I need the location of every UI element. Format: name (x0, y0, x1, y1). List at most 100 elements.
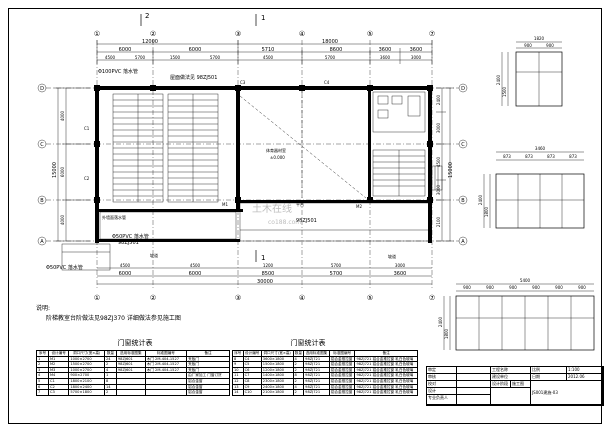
table1-cell (144, 378, 188, 385)
table2-cell: 98ZJ721 铝合金推拉窗 乳白色玻璃 (354, 383, 418, 391)
dim-seg-4: 8600 (330, 47, 343, 53)
axis-bubble-5: ⑤ (367, 30, 373, 38)
left-ramp (61, 243, 111, 271)
v3-sub-6: 900 (578, 285, 586, 290)
table1-cell: M1 (47, 355, 70, 363)
table2-header: 设计编号 (242, 350, 262, 357)
table2-cell: 铝合金推拉窗 (328, 389, 356, 396)
note-body: 阶梯教室台阶做法见98ZJ370 详细做法参见施工图 (46, 314, 181, 322)
label-m1: M1 (222, 202, 228, 207)
watermark-text: 土木在线 (252, 202, 292, 215)
table1-cell: 1 (103, 372, 117, 379)
dim-sub-7: 3600 (380, 55, 391, 60)
title-block-stage-label: 设计阶段 (491, 381, 511, 388)
dim-sub-5: 4500 (263, 55, 274, 60)
table2-header: 备注 (354, 350, 418, 357)
table2-cell: 铝合金推拉窗 (328, 372, 356, 379)
table1-cell: 7 (36, 389, 49, 396)
table1-cell: 由厂家加工 门窗订货 (186, 372, 230, 379)
title-block-signature (457, 381, 491, 388)
table2-header: 洞口尺寸(宽×高) (260, 350, 294, 357)
table1-cell: 8 (103, 378, 117, 385)
dim-bottom-sub-3: 1200 (263, 263, 274, 268)
table1-cell (115, 389, 146, 396)
title-block-signature (457, 388, 491, 395)
table2-cell: 98ZJ721 铝合金推拉窗 乳白色玻璃 (354, 361, 418, 368)
axis-grid-lines (46, 40, 459, 290)
table1-cell: 24 (103, 355, 117, 363)
table1-cell: 夹板门 (186, 361, 230, 368)
title-block-role: 审定 (427, 367, 457, 374)
axis-A-right: A (461, 239, 465, 245)
table2-cell: 铝合金推拉窗 (328, 361, 356, 368)
label-ref-98zj501: 98ZJ501 (296, 218, 317, 224)
window-elevation-2: 3460 873 873 873 873 2400 1800 (478, 146, 585, 229)
table1-cell: 夹板门 (186, 366, 230, 374)
v1-width: 1820 (534, 36, 545, 41)
table1-cell: 夹板门 (186, 355, 230, 363)
axis-bubble-7-bottom: ⑦ (429, 294, 435, 302)
v2-sub-4: 873 (569, 154, 577, 159)
v2-width: 3460 (535, 146, 546, 151)
table1-cell: 4 (103, 366, 117, 374)
label-ramp-2: 坡道 (388, 253, 396, 259)
window-elevation-1: 1820 900 900 2400 1500 (496, 36, 563, 107)
dim-left-1: 4000 (60, 110, 65, 121)
table1-cell: 木门 2M-404-1527 (144, 355, 188, 363)
table1-header: 设计编号 (47, 350, 70, 357)
table1-cell: C2 (47, 383, 70, 391)
title-block-role: 专业负责人 (427, 395, 457, 405)
axis-B-left: B (40, 198, 44, 204)
staircase (372, 149, 426, 197)
v2-sub-1: 873 (503, 154, 511, 159)
dim-right-overall: 15000 (448, 162, 454, 178)
table2-cell: C10 (242, 389, 262, 396)
title-block-role: 设计 (427, 388, 457, 395)
axis-D-left: D (40, 86, 44, 92)
table1-header: 数量 (103, 350, 117, 357)
label-hall: 体育器材室 (266, 147, 286, 153)
title-block-date-label: 日期 (531, 374, 567, 381)
axis-bubble-4: ④ (299, 30, 305, 38)
v2-left: 1800 (484, 206, 489, 217)
window-elevation-3: 5400 900 900 900 900 900 900 2400 1800 (438, 278, 595, 351)
title-block-project: 工程名称 (491, 367, 531, 374)
title-block: 工程名称 建设单位 设计阶段 施工图 比例 1:100 日期 2012.06 审… (426, 366, 604, 406)
label-pvc-mid: Φ50PVC 落水管 (112, 233, 149, 240)
dim-bottom-seg-2: 6000 (189, 271, 202, 277)
label-c3: C3 (240, 80, 246, 85)
title-block-drawing-no: JS001建施-03 (531, 381, 603, 405)
table1-cell: M3 (47, 366, 70, 374)
section-mark-1-bottom: 1 (261, 254, 265, 262)
axis-bubble-4-bottom: ④ (299, 294, 305, 302)
v3-sub-4: 900 (532, 285, 540, 290)
table2-cell: 98ZJ721 铝合金推拉窗 乳白色玻璃 (354, 355, 418, 363)
table1-header: 标准图编号 (144, 350, 188, 357)
dim-sub-8: 3000 (411, 55, 422, 60)
table1-cell: M4 (47, 372, 70, 379)
dim-seg-2: 6000 (189, 47, 202, 53)
v3-height: 2400 (438, 316, 443, 327)
table1-cell: C1 (47, 378, 70, 385)
label-c2: C2 (84, 176, 90, 181)
axis-bubble-2: ② (150, 30, 156, 38)
table2-cell: C5 (242, 361, 262, 368)
table1-cell: C3 (47, 389, 70, 396)
table2-cell: 3600×1800 (260, 355, 294, 363)
table2-header-row: 序号 设计编号 洞口尺寸(宽×高) 数量 选用标准图集 标准图编号 备注 (232, 350, 418, 357)
label-m2: M2 (356, 204, 362, 209)
table1-title: 门窗统计表 (118, 338, 153, 347)
table1-cell: 木门 2M-404-1527 (144, 366, 188, 374)
dim-left-2: 6000 (60, 166, 65, 177)
right-axis-bubbles: D C B A (458, 83, 468, 246)
dim-right-1: 2400 (436, 94, 441, 105)
axis-bubble-1: ① (94, 30, 100, 38)
